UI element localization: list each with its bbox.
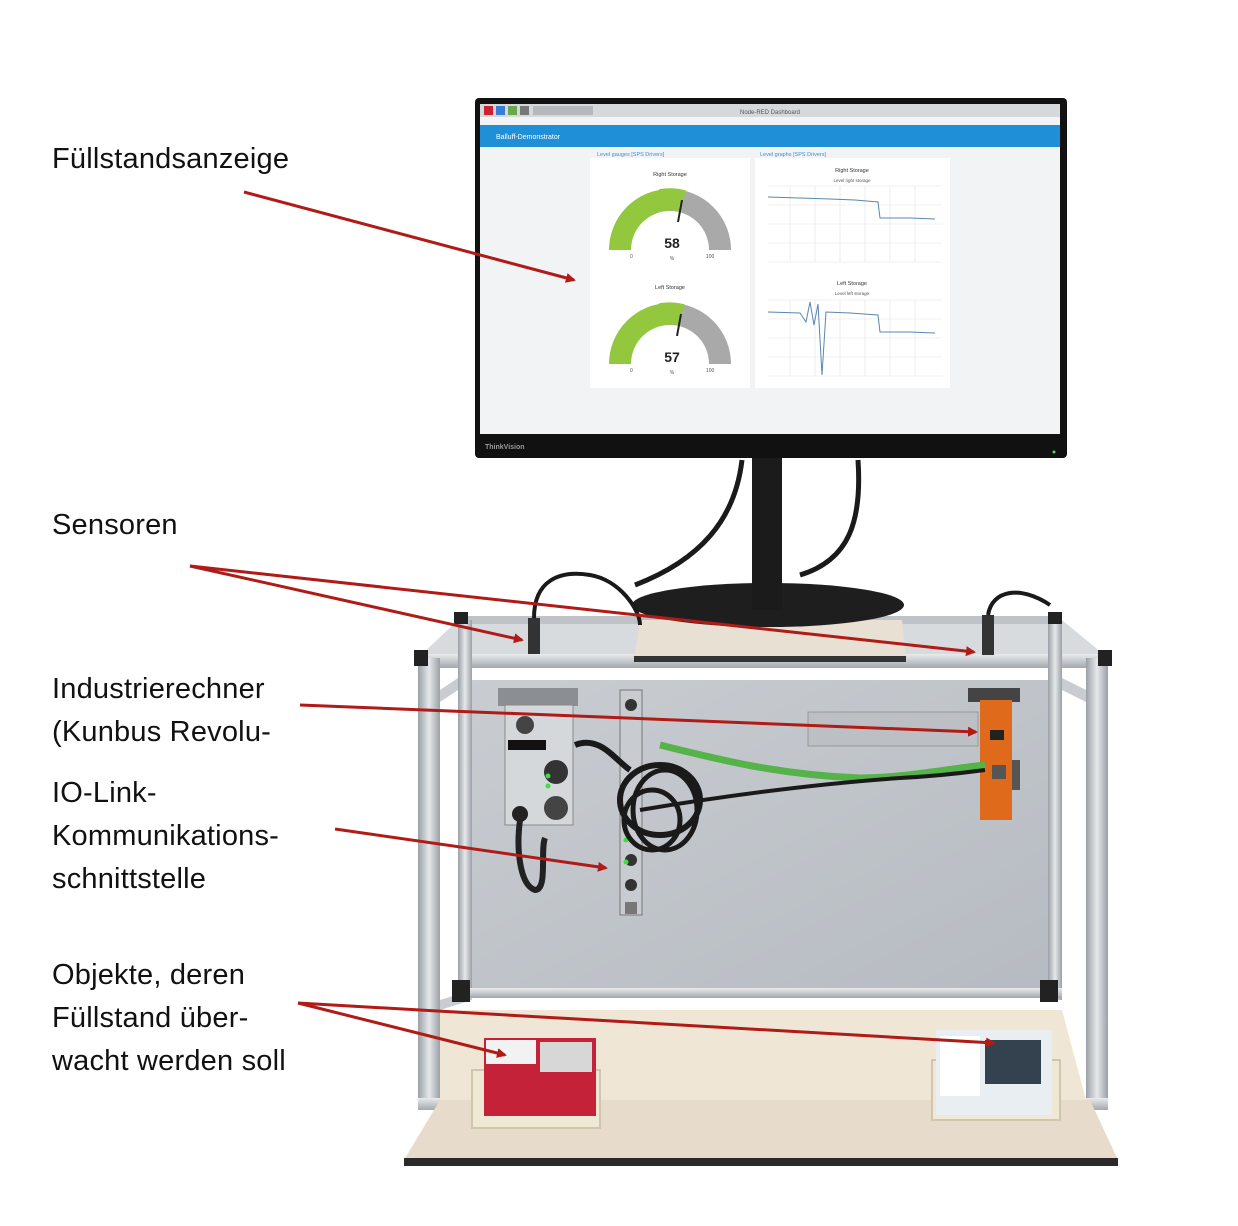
app-title: Balluff-Demonstrator [496,134,561,141]
left-gauge-value: 57 [664,349,680,365]
io-link-master-device [498,688,578,894]
label-iolink-line1: IO-Link- [52,777,157,809]
sensors [528,571,1052,655]
annotation-arrows [189,190,996,1058]
left-gauge-fill [609,303,671,365]
label-iolink-line2: Kommunikations- [52,820,280,852]
arrow-object-right [297,1001,996,1048]
arrow-sensor-right [189,564,976,657]
storage-trays [471,1030,1061,1129]
label-fill-display: Füllstandsanzeige [52,143,290,175]
ethernet-cable [659,741,986,782]
gauges-group-title: Level gauges [SPS Drivers] [597,152,665,158]
right-gauge-unit: % [670,256,675,262]
right-gauge-max: 100 [706,254,715,260]
io-link-hub [573,689,703,916]
left-storage-graph-title: Left Storage [837,281,867,287]
label-computer-line2: (Kunbus Revolu- [52,716,271,748]
right-gauge-fill [609,189,671,251]
label-objects-line2: Füllstand über- [52,1002,249,1034]
right-gauge-min: 0 [630,254,633,260]
right-graph-grid [768,185,942,263]
left-gauge-unit: % [670,370,675,376]
app-bar [480,125,1060,147]
label-computer-line1: Industrierechner [52,673,265,705]
window-title: Node-RED Dashboard [740,110,800,116]
post-back-left [458,620,472,1000]
monitor-stand [632,455,906,662]
left-graph-line [767,301,936,376]
left-gauge-min: 0 [630,368,633,374]
arrow-industrial-computer [299,703,978,737]
label-objects-line1: Objekte, deren [52,959,246,991]
graphs-group-title: Level graphs [SPS Drivers] [760,152,826,158]
label-iolink-line3: schnittstelle [52,863,207,895]
label-sensors: Sensoren [52,509,178,541]
graphs-group [755,158,950,388]
arrow-fill-display [243,190,576,283]
post-front-left [418,658,440,1108]
right-graph-legend: Level right storage [833,178,871,183]
arrow-sensor-left [189,564,524,644]
arrow-object-left [297,1001,507,1058]
label-objects-line3: wacht werden soll [52,1045,286,1077]
left-storage-gauge-title: Left Storage [655,285,685,291]
left-gauge-max: 100 [706,368,715,374]
right-graph-line [767,196,936,220]
left-graph-legend: Level left storage [835,291,870,296]
post-front-right [1086,658,1108,1108]
right-storage-graph-title: Right Storage [835,168,869,174]
right-storage-gauge-title: Right Storage [653,172,687,178]
monitor-brand: ThinkVision [485,444,525,451]
post-back-right [1048,620,1062,1000]
arrow-io-link [334,827,608,872]
industrial-computer [639,688,1020,820]
monitor: Node-RED Dashboard Balluff-Demonstrator … [475,98,1067,458]
right-gauge-value: 58 [664,235,680,251]
